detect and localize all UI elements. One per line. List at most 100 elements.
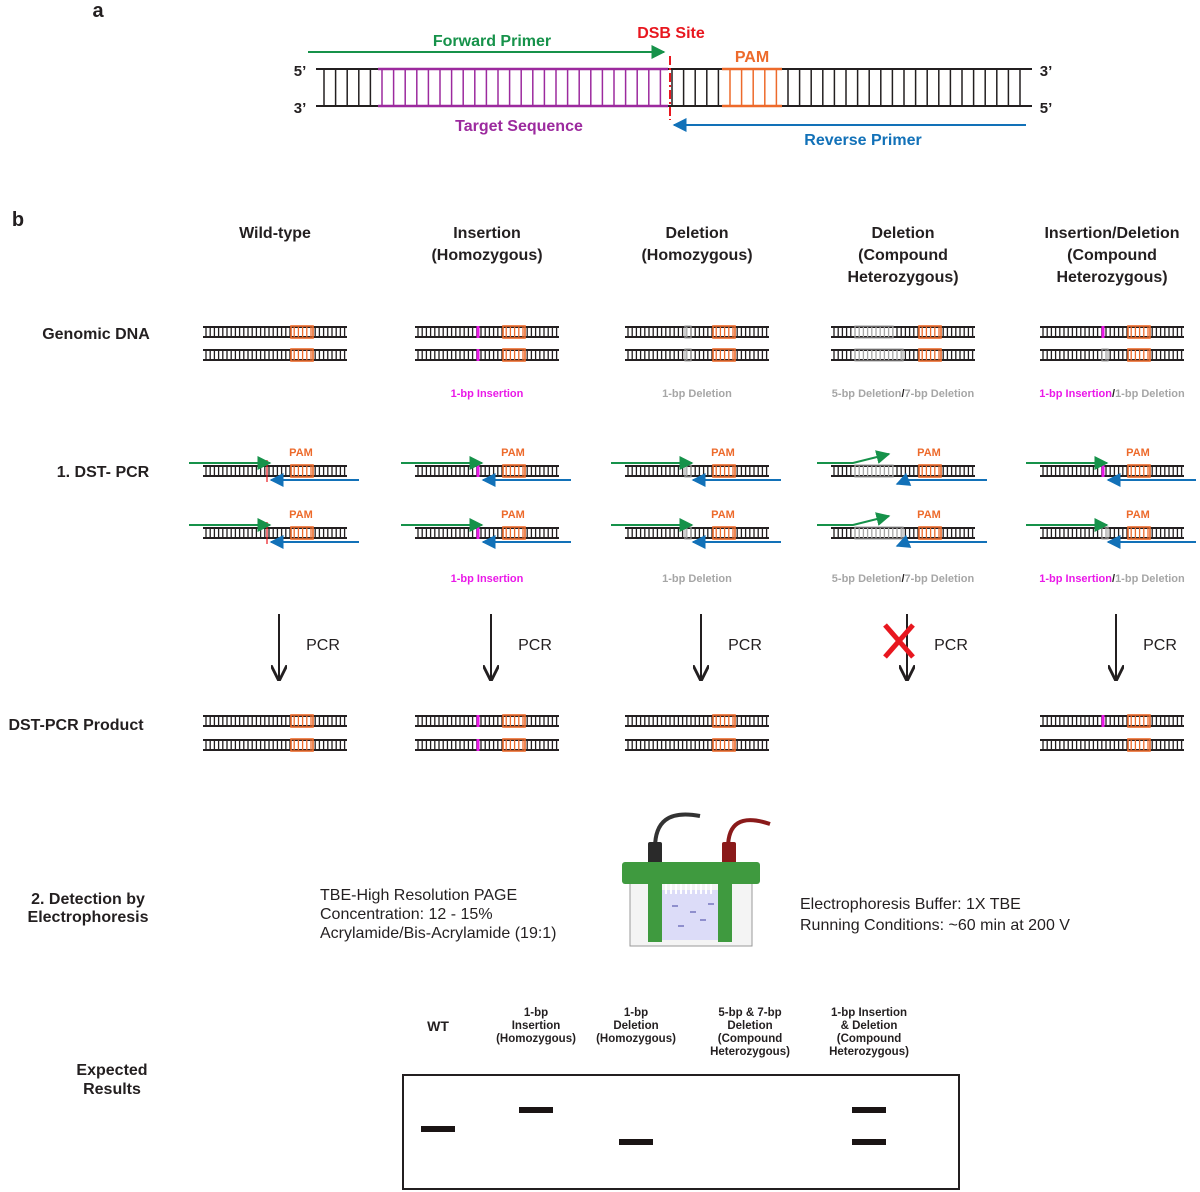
dna-duplex: [831, 325, 975, 339]
gel-apparatus: [622, 812, 771, 947]
panel-b: b Genomic DNA 1. DST- PCR DST-PCR Produc…: [8, 209, 1196, 1190]
dna-duplex: [1040, 348, 1184, 362]
pam-box: [712, 714, 736, 728]
reverse-primer: [895, 534, 987, 548]
gel-left-text-2: Concentration: 12 - 15%: [320, 906, 493, 923]
pcr-label: PCR: [306, 637, 340, 654]
pam-box: [290, 325, 314, 339]
note-part: 1-bp Deletion: [1115, 388, 1185, 400]
dna-duplex: [203, 348, 347, 362]
panel-a-dna-rungs: [323, 69, 1021, 106]
lane-label-line: 1-bp Insertion: [831, 1007, 907, 1019]
red-lead-wire: [726, 818, 771, 849]
pcr-note: 1-bp Insertion: [451, 573, 524, 585]
dna-duplex: [1040, 714, 1184, 728]
pam-box: [712, 348, 736, 362]
genomic-note: 1-bp Insertion: [451, 388, 524, 400]
pam-box: [502, 738, 526, 752]
pam-box: [712, 464, 736, 478]
dna-duplex: [625, 738, 769, 752]
gel-lid: [622, 862, 760, 884]
dna-duplex: [831, 348, 975, 362]
row-label-dst-pcr: 1. DST- PCR: [57, 464, 150, 481]
pcr-note: 1-bp Insertion/1-bp Deletion: [1039, 573, 1185, 585]
note-part: 1-bp Insertion: [451, 573, 524, 585]
dna-duplex: [1040, 464, 1184, 478]
deletion-box: [854, 464, 894, 478]
reverse-primer: [895, 472, 987, 486]
deletion-box: [684, 348, 692, 362]
panel-b-label: b: [12, 209, 24, 231]
pam-box: [1127, 348, 1151, 362]
gel-slab: [662, 890, 718, 940]
pcr-label: PCR: [1143, 637, 1177, 654]
pam-label: PAM: [501, 447, 525, 459]
three-prime-bottom: 3’: [294, 100, 307, 117]
pam-box: [290, 526, 314, 540]
forward-primer: [817, 512, 891, 526]
genomic-note: 5-bp Deletion/7-bp Deletion: [832, 388, 975, 400]
reverse-primer-label: Reverse Primer: [804, 132, 921, 149]
pam-label-a: PAM: [735, 49, 769, 66]
dna-duplex: [625, 325, 769, 339]
column-title-line: Insertion: [453, 225, 521, 242]
deletion-box: [854, 526, 904, 540]
lane-label-line: (Homozygous): [596, 1033, 676, 1045]
pam-box: [918, 526, 942, 540]
column-title-line: (Homozygous): [641, 247, 752, 264]
pam-box: [290, 464, 314, 478]
dna-duplex: [203, 714, 347, 728]
dna-duplex: [625, 464, 769, 478]
forward-primer-label: Forward Primer: [433, 33, 551, 50]
lane-label-line: (Compound: [718, 1033, 783, 1045]
results-gel-box: [402, 1074, 960, 1190]
gel-comb: [665, 884, 714, 927]
gel-frame-left: [648, 884, 662, 942]
note-part: 1-bp Insertion: [451, 388, 524, 400]
black-lead-wire: [653, 812, 701, 849]
pam-label: PAM: [917, 447, 941, 459]
note-part: 1-bp Deletion: [662, 573, 732, 585]
lane-label-line: WT: [427, 1018, 449, 1034]
dna-duplex: [1040, 325, 1184, 339]
row-label-detection-2: Electrophoresis: [28, 909, 149, 926]
lane-label-line: 1-bp: [624, 1007, 648, 1019]
lane-label-line: Heterozygous): [710, 1046, 790, 1058]
column-title-line: Insertion/Deletion: [1044, 225, 1179, 242]
note-part: /: [1112, 388, 1115, 400]
gel-right-text-1: Electrophoresis Buffer: 1X TBE: [800, 896, 1021, 913]
lane-label-line: 5-bp & 7-bp: [718, 1007, 781, 1019]
note-part: 1-bp Deletion: [662, 388, 732, 400]
pam-label: PAM: [711, 447, 735, 459]
pam-box: [918, 325, 942, 339]
note-part: /: [901, 388, 904, 400]
pcr-label: PCR: [518, 637, 552, 654]
dsb-site-label: DSB Site: [637, 25, 705, 42]
gel-left-text-3: Acrylamide/Bis-Acrylamide (19:1): [320, 925, 557, 942]
row-label-expected-1: Expected: [76, 1062, 147, 1079]
target-sequence-label: Target Sequence: [455, 118, 583, 135]
dna-duplex: [1040, 738, 1184, 752]
dna-duplex: [415, 348, 559, 362]
pam-box: [1127, 714, 1151, 728]
note-part: 7-bp Deletion: [905, 388, 975, 400]
note-part: /: [901, 573, 904, 585]
dna-duplex: [625, 714, 769, 728]
pam-box: [290, 714, 314, 728]
dna-duplex: [203, 325, 347, 339]
dna-duplex: [415, 714, 559, 728]
pam-box: [502, 714, 526, 728]
column-title-line: Deletion: [665, 225, 728, 242]
dna-duplex: [415, 738, 559, 752]
gel-right-text-2: Running Conditions: ~60 min at 200 V: [800, 917, 1070, 934]
dna-duplex: [831, 526, 975, 540]
column-3: Deletion(Homozygous)1-bp DeletionPAMPAM1…: [611, 225, 781, 752]
panel-a-label: a: [92, 0, 104, 22]
pam-box: [712, 738, 736, 752]
five-prime-bottom: 5’: [1040, 100, 1053, 117]
dna-duplex: [1040, 526, 1184, 540]
deletion-box: [684, 325, 692, 339]
note-part: 1-bp Insertion: [1039, 388, 1112, 400]
